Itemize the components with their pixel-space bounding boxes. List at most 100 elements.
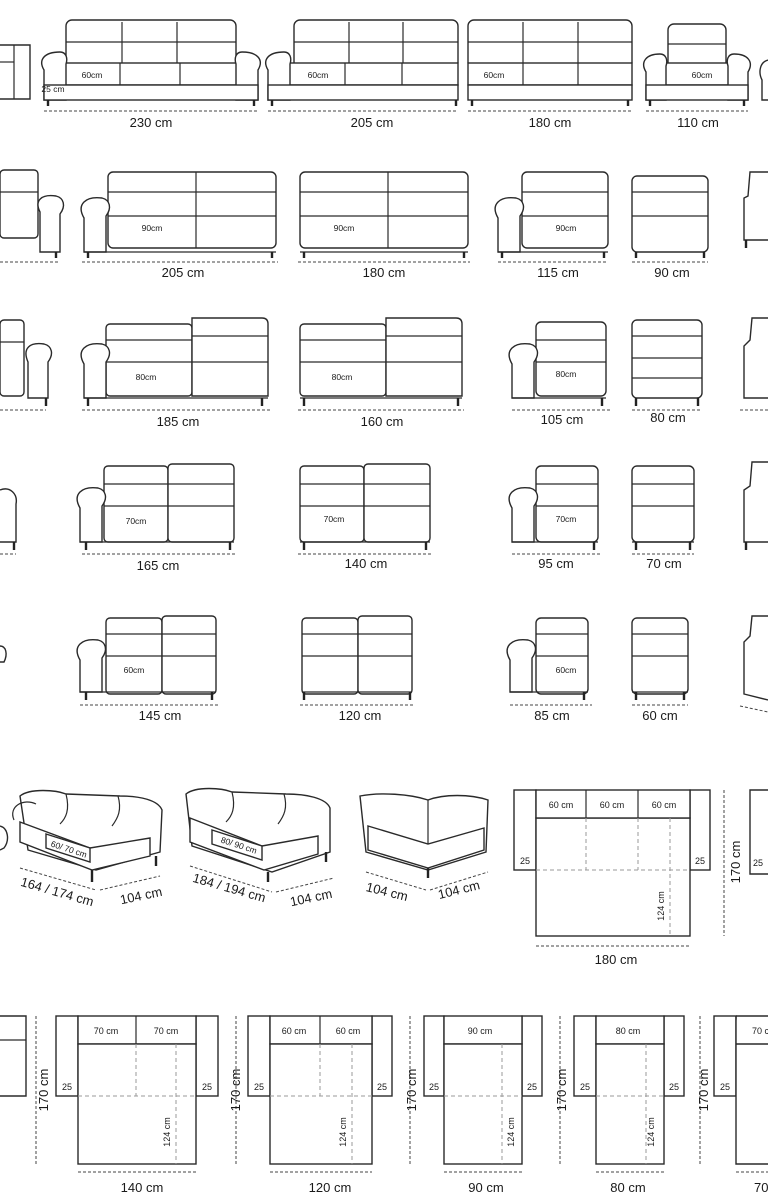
width-label: 140 cm xyxy=(121,1180,164,1195)
row2-chair-90: 90 cm xyxy=(631,175,709,280)
total-depth-label: 170 cm xyxy=(228,1069,243,1112)
seat-label: 80cm xyxy=(332,372,353,382)
bottom-cropped-left xyxy=(0,1015,37,1164)
row2-sofa-205: 90cm 205 cm xyxy=(80,171,278,280)
chaise-depth-label: 124 cm xyxy=(506,1117,516,1147)
plan-140: 70 cm 70 cm 25 25 124 cm 170 cm 140 cm xyxy=(36,1015,219,1195)
row5-sofa-120: 120 cm xyxy=(300,615,414,723)
row1-chair-110: 60cm 110 cm xyxy=(642,23,752,130)
width-label: 90 cm xyxy=(654,265,689,280)
row2-chair-115: 90cm 115 cm xyxy=(494,171,609,280)
plan-70-cropped: 70 c 25 170 cm 70 xyxy=(696,1015,768,1195)
total-depth-label: 170 cm xyxy=(554,1069,569,1112)
width-label: 165 cm xyxy=(137,558,180,573)
width-label: 95 cm xyxy=(538,556,573,571)
width-label: 80 cm xyxy=(650,410,685,425)
arm-label: 25 xyxy=(377,1082,387,1092)
width-label: 115 cm xyxy=(537,265,579,280)
width-label: 60 cm xyxy=(642,708,677,723)
perspective-corner: 104 cm 104 cm xyxy=(359,793,489,904)
seat-label: 60 cm xyxy=(336,1026,361,1036)
width-label: 120 cm xyxy=(309,1180,352,1195)
row4-sofa-165: 70cm 165 cm xyxy=(76,463,236,573)
perspective-sofa-2: 80/ 90 cm 184 / 194 cm 104 cm xyxy=(185,787,335,910)
width-label: 110 cm xyxy=(677,115,719,130)
width-label: 230 cm xyxy=(130,115,173,130)
arm-label: 25 xyxy=(580,1082,590,1092)
seat-label: 90cm xyxy=(142,223,163,233)
total-depth-label: 170 cm xyxy=(36,1069,51,1112)
width-label: 145 cm xyxy=(139,708,182,723)
seat-label: 60cm xyxy=(692,70,713,80)
seat-label: 70cm xyxy=(556,514,577,524)
arm-label: 25 cm xyxy=(41,84,64,94)
seat-label: 60 cm xyxy=(652,800,677,810)
width-label: 160 cm xyxy=(361,414,404,429)
seat-label: 60cm xyxy=(124,665,145,675)
chaise-depth-label: 124 cm xyxy=(162,1117,172,1147)
depth-label: 104 cm xyxy=(289,886,334,910)
row1-sofa-230: 60cm 25 cm 230 cm xyxy=(41,19,261,130)
width-label: 180 cm xyxy=(595,952,638,967)
row4-cropped-right xyxy=(743,461,768,543)
plan-90: 90 cm 25 25 124 cm 170 cm 90 cm xyxy=(404,1015,543,1195)
arm-label: 25 xyxy=(695,856,705,866)
row5-cropped-right xyxy=(743,615,768,701)
width-label: 140 cm xyxy=(345,556,388,571)
plan-80: 80 cm 25 25 124 cm 170 cm 80 cm xyxy=(554,1015,685,1195)
seat-label: 70cm xyxy=(126,516,147,526)
width-label: 70 xyxy=(754,1180,768,1195)
row4-chair-70: 70 cm xyxy=(631,465,695,571)
chaise-depth-label: 124 cm xyxy=(338,1117,348,1147)
total-depth-label: 170 cm xyxy=(404,1069,419,1112)
arm-label: 25 xyxy=(429,1082,439,1092)
seat-label: 80 cm xyxy=(616,1026,641,1036)
row4-chair-95: 70cm 95 cm xyxy=(508,465,602,571)
seat-label: 70 c xyxy=(752,1026,768,1036)
width-label: 180 cm xyxy=(363,265,406,280)
seat-label: 60cm xyxy=(82,70,103,80)
plan-120: 60 cm 60 cm 25 25 124 cm 170 cm 120 cm xyxy=(228,1015,393,1195)
row3-chair-105: 80cm 105 cm xyxy=(508,321,612,427)
arm-label: 25 xyxy=(753,858,763,868)
row5-chair-60: 60 cm xyxy=(631,617,689,723)
row3-cropped-right xyxy=(743,317,768,399)
seat-label: 60cm xyxy=(556,665,577,675)
seat-label: 60cm xyxy=(308,70,329,80)
row3-sofa-160: 80cm 160 cm xyxy=(298,317,464,429)
chaise-depth-label: 124 cm xyxy=(656,891,666,921)
row3-cropped-left xyxy=(0,319,53,411)
width-label: 85 cm xyxy=(534,708,569,723)
seat-label: 90cm xyxy=(556,223,577,233)
seat-label: 60 cm xyxy=(600,800,625,810)
row4-cropped-left xyxy=(0,488,17,555)
row5-cropped-left xyxy=(0,645,7,663)
row1-sofa-180: 60cm 180 cm xyxy=(467,19,633,130)
width-label: 105 cm xyxy=(541,412,584,427)
seat-label: 80cm xyxy=(556,369,577,379)
total-depth-label: 170 cm xyxy=(728,841,743,884)
width-label: 184 / 194 cm xyxy=(191,870,267,905)
total-depth-label: 170 cm xyxy=(696,1069,711,1112)
arm-label: 25 xyxy=(254,1082,264,1092)
row3-sofa-185: 80cm 185 cm xyxy=(80,317,270,429)
width-label: 80 cm xyxy=(610,1180,645,1195)
depth-label: 104 cm xyxy=(119,884,164,908)
seat-label: 60 cm xyxy=(549,800,574,810)
arm-label: 25 xyxy=(527,1082,537,1092)
arm-label: 25 xyxy=(720,1082,730,1092)
row5-sofa-145: 60cm 145 cm xyxy=(76,615,218,723)
width-label: 164 / 174 cm xyxy=(19,874,95,909)
row1-sofa-205: 60cm 205 cm xyxy=(265,19,459,130)
width-label: 180 cm xyxy=(529,115,572,130)
plan-cropped-right: 25 xyxy=(749,789,768,875)
width-label: 205 cm xyxy=(351,115,394,130)
seat-label: 90cm xyxy=(334,223,355,233)
width-label: 90 cm xyxy=(468,1180,503,1195)
chaise-depth-label: 124 cm xyxy=(646,1117,656,1147)
row6-cropped-left xyxy=(0,825,9,851)
width-label: 70 cm xyxy=(646,556,681,571)
seat-label: 70 cm xyxy=(94,1026,119,1036)
perspective-sofa-1: 60/ 70 cm 164 / 174 cm 104 cm xyxy=(12,789,164,909)
row5-chair-85: 60cm 85 cm xyxy=(506,617,592,723)
